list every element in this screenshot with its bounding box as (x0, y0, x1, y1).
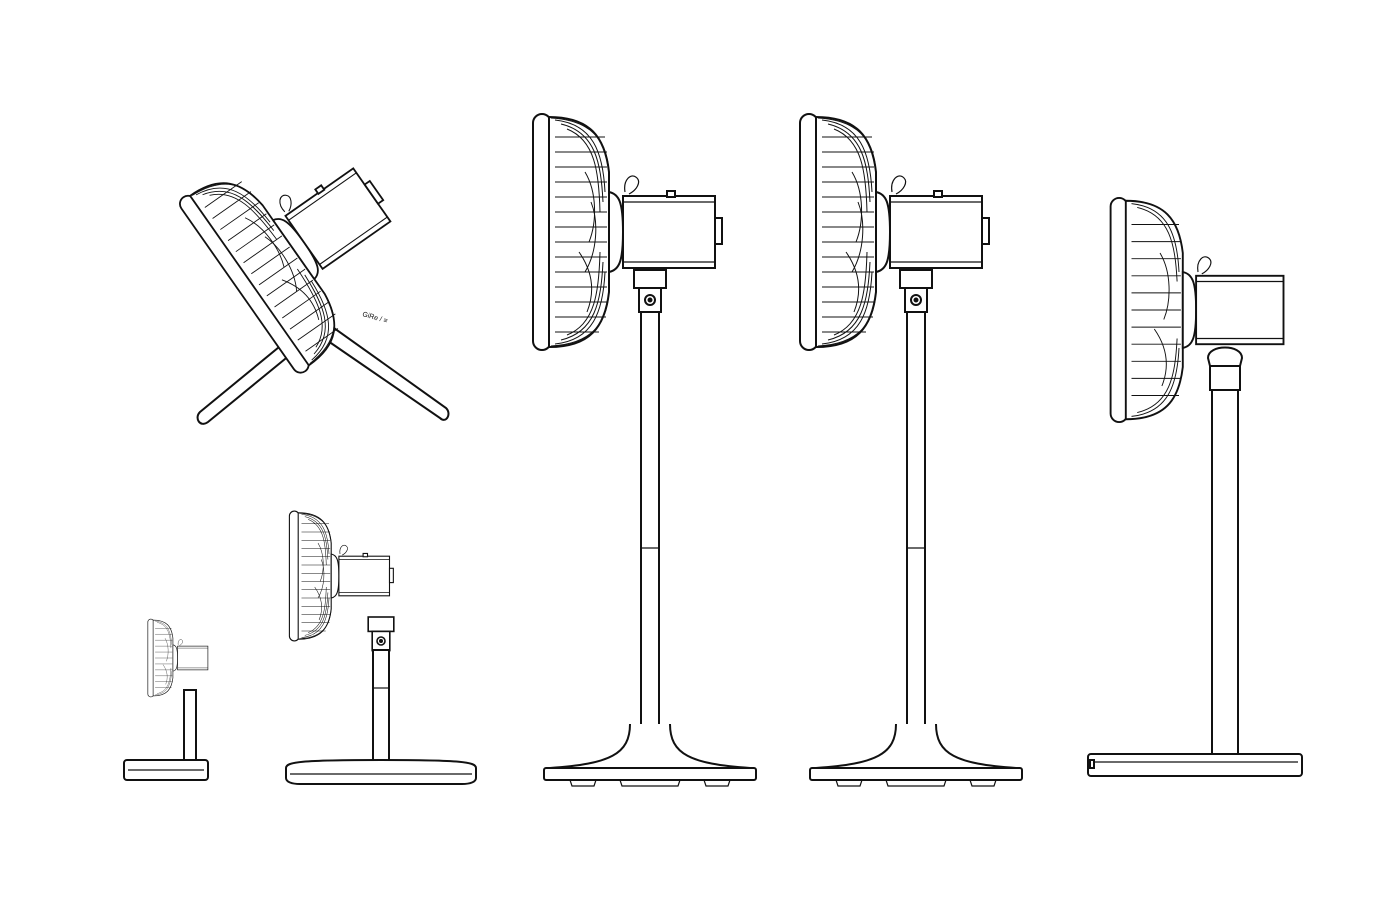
fan-view-floor-stand-low-profile (1087, 196, 1303, 777)
fan-view-tabletop-tilted-tripod: GiRe / ≡ (175, 103, 450, 425)
badge-text: GiRe / ≡ (361, 311, 388, 325)
fan-view-floor-stand-tall-2 (799, 113, 1023, 787)
fan-view-desk (285, 510, 477, 785)
fan-view-floor-stand-tall (532, 113, 757, 787)
fan-view-mini-desk (123, 618, 209, 781)
